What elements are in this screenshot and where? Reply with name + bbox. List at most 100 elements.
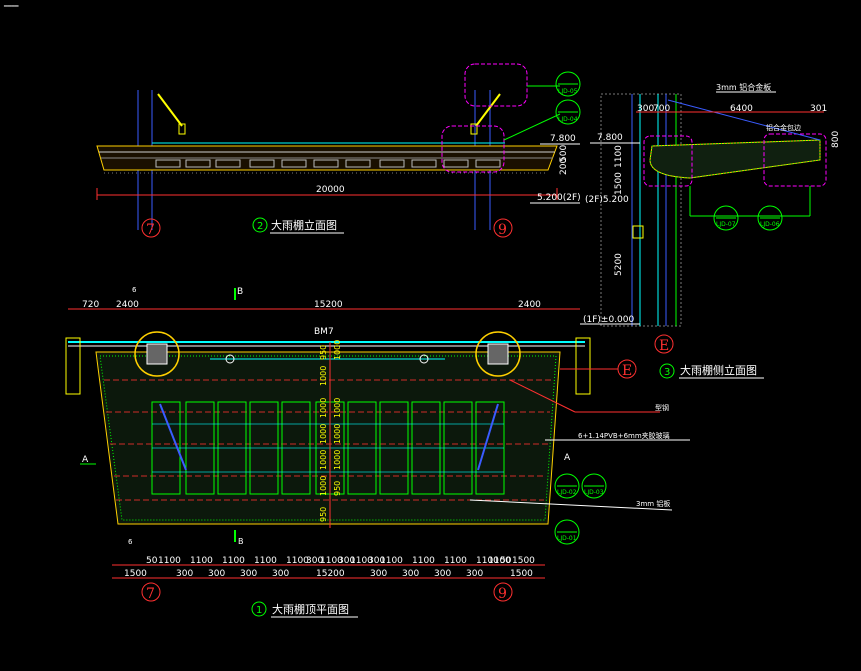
svg-text:1000: 1000 (333, 340, 342, 360)
svg-text:7: 7 (146, 586, 155, 602)
svg-text:50: 50 (500, 556, 512, 566)
side-dim-300: 300 (637, 104, 654, 114)
plan-grid-6-bottom: 6 (128, 538, 133, 546)
svg-text:LJD-06: LJD-06 (760, 221, 780, 228)
svg-text:1000: 1000 (319, 476, 328, 496)
svg-text:LJD-04: LJD-04 (558, 116, 578, 123)
plan-grid-b-top: B (237, 287, 243, 297)
plan-grid-b-bottom: B (238, 537, 244, 546)
plan-grid-6-top: 6 (132, 286, 137, 294)
svg-text:1100: 1100 (412, 556, 435, 566)
svg-text:1500: 1500 (510, 569, 533, 579)
svg-text:1000: 1000 (319, 450, 328, 470)
elevation-glass-panels (155, 159, 501, 168)
svg-text:1000: 1000 (319, 366, 328, 386)
plan-note-steel: 型钢 (655, 403, 669, 412)
elevation-dim-500: 500 (559, 145, 569, 162)
side-dim-1100: 1100 (614, 145, 624, 168)
svg-text:1500: 1500 (512, 556, 535, 566)
plan-bottom-dims-row2: 1500 300 300 300 300 15200 300 300 300 3… (124, 569, 533, 579)
svg-text:300: 300 (176, 569, 193, 579)
side-level-top: 7.800 (597, 133, 623, 143)
side-dim-301: 301 (810, 104, 827, 114)
svg-text:1100: 1100 (488, 556, 511, 566)
side-axis-e: E (654, 334, 674, 354)
plan-vertical-dims: 950 1000 1000 1000 1000 1000 950 1000 10… (319, 340, 342, 522)
svg-text:1000: 1000 (333, 450, 342, 470)
side-title: 3 大雨棚侧立面图 (659, 363, 764, 379)
side-dim-6400: 6400 (730, 104, 753, 114)
detail-tag-ljd03: LJD-03 (581, 473, 607, 499)
svg-text:1100: 1100 (158, 556, 181, 566)
side-dim-1500: 1500 (614, 172, 624, 195)
side-level-2f: (2F)5.200 (585, 195, 629, 205)
svg-text:1100: 1100 (350, 556, 373, 566)
svg-text:950: 950 (319, 507, 328, 522)
elevation-span-dim: 20000 (316, 185, 345, 195)
elevation-axis-7: 7 (141, 218, 161, 238)
svg-text:1000: 1000 (319, 398, 328, 418)
svg-text:1100: 1100 (320, 556, 343, 566)
detail-tag-ljd05: LJD-05 (555, 71, 581, 97)
side-dim-700: 700 (653, 104, 670, 114)
detail-tag-ljd07: LJD-07 (713, 205, 739, 231)
side-level-1f: (1F)±0.000 (583, 315, 635, 325)
detail-callout-box-2 (441, 125, 505, 173)
detail-tag-ljd02: LJD-02 (554, 473, 580, 499)
elevation-dim-200: 200 (559, 158, 569, 175)
side-dim-800: 800 (831, 131, 841, 148)
detail-callout-box-1 (464, 63, 528, 107)
svg-text:LJD-05: LJD-05 (558, 88, 578, 95)
elevation-axis-9: 9 (493, 218, 513, 238)
svg-text:9: 9 (498, 586, 507, 602)
plan-bottom-dims-row1: 50 1100 1100 1100 1100 1100 300 1100 300… (146, 556, 535, 566)
svg-text:1000: 1000 (319, 424, 328, 444)
svg-text:300: 300 (370, 569, 387, 579)
svg-text:300: 300 (368, 556, 385, 566)
plan-note-glass: 6+1.14PVB+6mm夹胶玻璃 (578, 431, 670, 440)
svg-text:LJD-07: LJD-07 (716, 221, 736, 228)
elevation-view: 20000 7.800 5.200(2F) 500 200 LJD-05 LJD… (96, 63, 581, 238)
detail-tag-ljd06: LJD-06 (757, 205, 783, 231)
plan-axis-9: 9 (493, 582, 513, 602)
svg-text:大雨棚侧立面图: 大雨棚侧立面图 (680, 363, 757, 377)
svg-text:300: 300 (240, 569, 257, 579)
svg-text:1: 1 (256, 605, 262, 616)
svg-text:3: 3 (664, 367, 670, 378)
svg-text:300: 300 (208, 569, 225, 579)
svg-text:9: 9 (498, 222, 507, 238)
svg-text:7: 7 (146, 222, 155, 238)
side-elevation-view: 300 700 6400 301 3mm 铝合金板 铝合金包边 800 7.80… (580, 82, 841, 379)
svg-text:大雨棚立面图: 大雨棚立面图 (271, 218, 337, 232)
detail-tag-ljd04: LJD-04 (555, 99, 581, 125)
svg-text:300: 300 (306, 556, 323, 566)
plan-top-dim-2400a: 2400 (116, 300, 139, 310)
elevation-level-bottom: 5.200(2F) (537, 193, 581, 203)
svg-text:1000: 1000 (333, 398, 342, 418)
side-dim-5200: 5200 (614, 253, 624, 276)
svg-text:LJD-03: LJD-03 (584, 489, 604, 496)
svg-text:15200: 15200 (316, 569, 345, 579)
plan-axis-e: E (617, 359, 637, 379)
svg-text:300: 300 (272, 569, 289, 579)
svg-text:950: 950 (319, 345, 328, 360)
svg-text:E: E (659, 338, 669, 354)
side-cap-note: 铝合金包边 (766, 123, 801, 132)
corner-label: ━━━━ (3, 3, 19, 10)
svg-text:950: 950 (333, 481, 342, 496)
svg-text:1100: 1100 (476, 556, 499, 566)
plan-section-a-right: A (564, 453, 571, 463)
svg-text:E: E (622, 363, 632, 379)
plan-note-aluminium: 3mm 铝板 (636, 499, 670, 508)
svg-text:2: 2 (257, 221, 263, 232)
svg-text:LJD-02: LJD-02 (557, 489, 577, 496)
plan-top-dim-15200: 15200 (314, 300, 343, 310)
svg-text:1100: 1100 (254, 556, 277, 566)
svg-text:50: 50 (146, 556, 158, 566)
svg-text:1500: 1500 (124, 569, 147, 579)
detail-tag-ljd01: LJD-01 (554, 519, 580, 545)
svg-text:1000: 1000 (333, 424, 342, 444)
svg-text:300: 300 (338, 556, 355, 566)
side-top-note: 3mm 铝合金板 (716, 82, 771, 92)
